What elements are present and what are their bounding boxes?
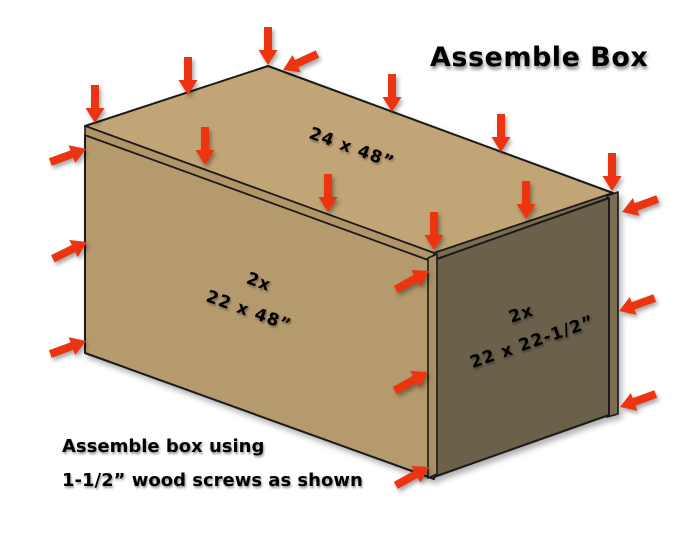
screw-direction-arrow [178,57,198,95]
front-right-edge-strip [427,253,438,479]
screw-direction-arrow [424,212,444,250]
screw-direction-arrow [195,127,215,165]
screw-direction-arrow [48,337,86,358]
screw-direction-arrow [619,294,657,315]
arrows-layer [48,27,660,489]
screw-direction-arrow [48,145,86,166]
screw-direction-arrow [602,153,622,191]
screw-direction-arrow [516,181,536,219]
screw-direction-arrow [393,269,429,293]
screw-direction-arrow [51,240,87,263]
screw-direction-arrow [622,195,660,216]
screw-direction-arrow [620,390,658,411]
screw-direction-arrow [393,465,429,489]
note-line-1: Assemble box using [62,436,265,457]
diagram-title: Assemble Box [430,42,649,73]
screw-direction-arrow [85,85,105,123]
box [84,65,619,480]
assembly-note: Assemble box using 1-1/2” wood screws as… [62,430,363,498]
screw-direction-arrow [258,27,278,65]
note-line-2: 1-1/2” wood screws as shown [62,470,363,491]
screw-direction-arrow [491,114,511,152]
screw-direction-arrow [392,370,428,394]
screw-direction-arrow [382,74,402,112]
screw-direction-arrow [283,50,320,73]
screw-direction-arrow [318,174,338,212]
